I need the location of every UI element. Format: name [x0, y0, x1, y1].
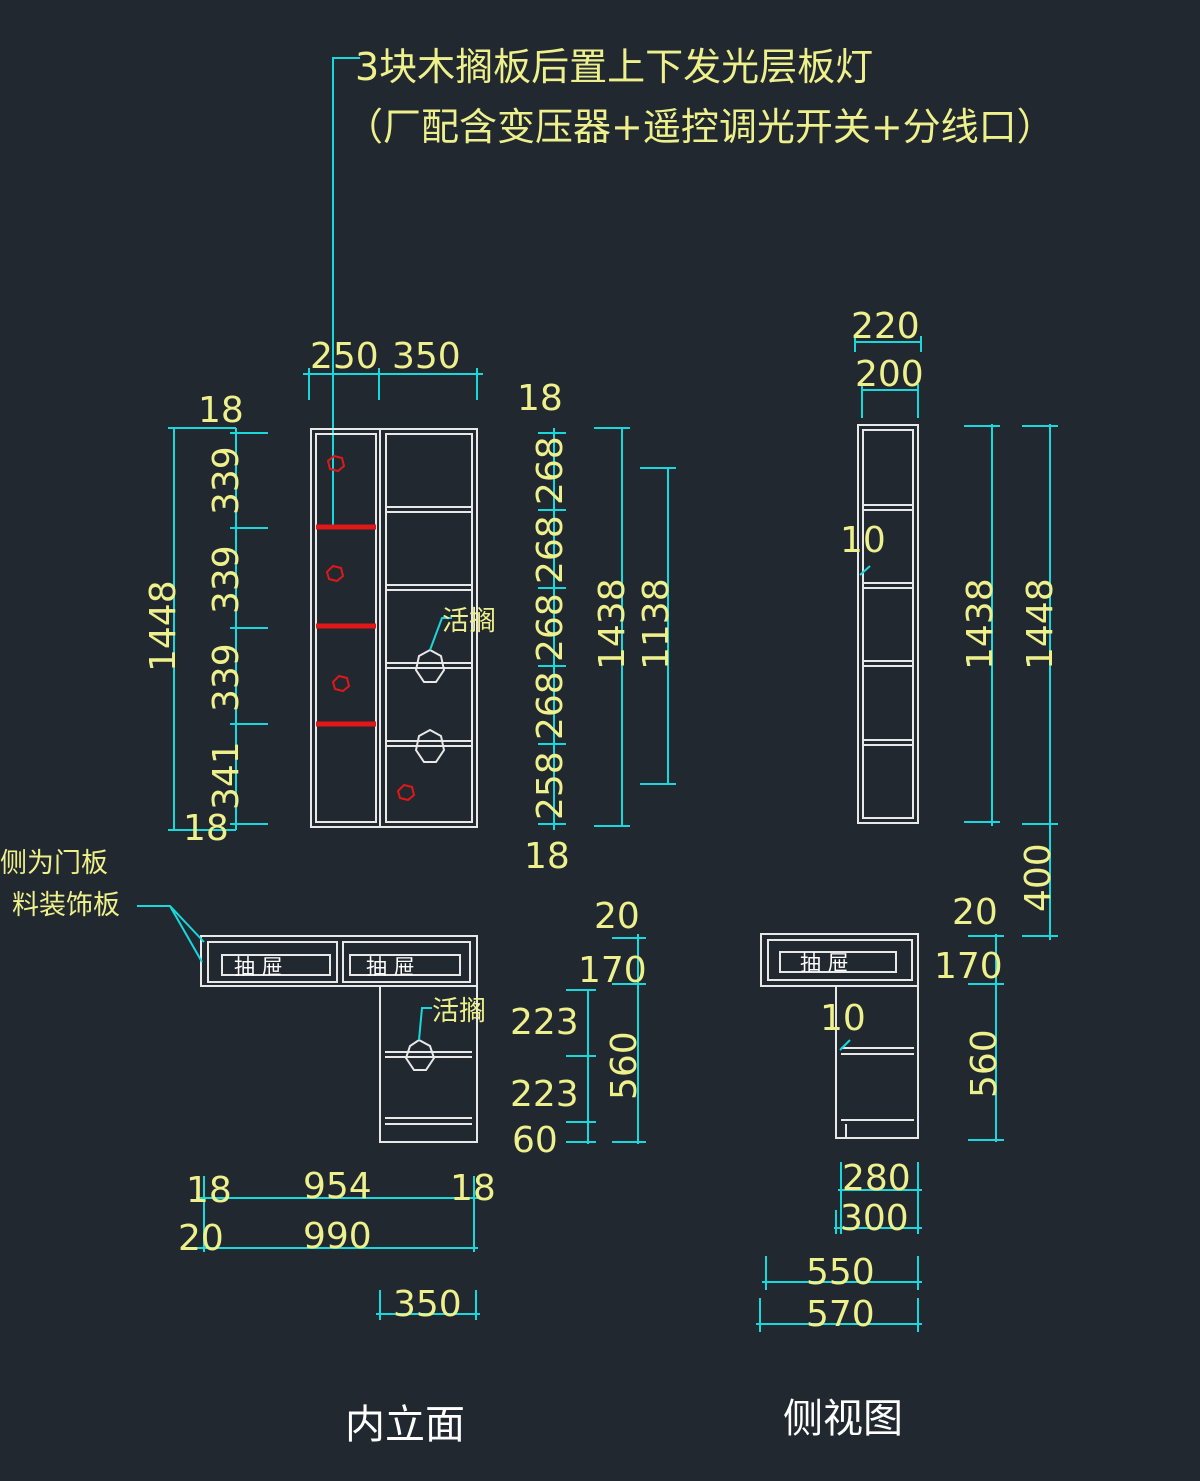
- segment-268-c: 268: [530, 593, 571, 662]
- gap-400: 400: [1018, 843, 1059, 912]
- spacing-223-a: 223: [510, 1002, 579, 1043]
- elevation-title: 内立面: [345, 1402, 465, 1448]
- elevation-top-dims: 250 350: [303, 336, 483, 400]
- elevation-right-dims: 18 268 268 268 268 258 18 1438 1138: [517, 378, 677, 877]
- depth-570: 570: [806, 1294, 875, 1335]
- door-panel-leader: [137, 905, 205, 943]
- width-990: 990: [303, 1216, 372, 1257]
- right-bottom-thickness-18: 18: [524, 836, 570, 877]
- side-view-height-dims: 1438 1448 400: [960, 424, 1061, 940]
- side-view-title: 侧视图: [783, 1396, 903, 1442]
- side-depth-170: 170: [934, 946, 1003, 987]
- cabinet-outline: [310, 428, 478, 828]
- height-1438: 1438: [592, 578, 633, 670]
- right-top-thickness-18: 18: [517, 378, 563, 419]
- width-220: 220: [851, 306, 920, 347]
- depth-280: 280: [842, 1158, 911, 1199]
- movable-shelf-label: 活搁: [442, 606, 496, 637]
- depth-170: 170: [578, 950, 647, 991]
- width-954: 954: [303, 1166, 372, 1207]
- side-plan-cabinet: 抽 屉 10: [760, 933, 919, 1139]
- shelf-thickness-10: 10: [840, 520, 886, 561]
- offset-20: 20: [178, 1218, 224, 1259]
- drawer-panel-right: [349, 954, 461, 976]
- height-1438-side: 1438: [960, 578, 1001, 670]
- width-200: 200: [855, 354, 924, 395]
- movable-shelf-leader: [418, 1007, 432, 1041]
- drawer-front-left: [207, 941, 338, 983]
- drawer-front-right: [342, 941, 471, 983]
- width-350: 350: [392, 336, 461, 377]
- side-drawer-panel: [779, 951, 897, 973]
- segment-268-a: 268: [530, 436, 571, 505]
- elevation-left-dims: 1448 18 339 339 339 341 18: [143, 390, 268, 849]
- light-marker: [331, 674, 351, 693]
- height-1138: 1138: [636, 578, 677, 670]
- door-panel-leader: [169, 905, 203, 963]
- segment-341: 341: [206, 741, 247, 810]
- right-bay-inner: [385, 433, 473, 823]
- side-18-right: 18: [450, 1168, 496, 1209]
- door-panel-note-2: 料装饰板: [12, 890, 120, 921]
- light-marker: [326, 454, 346, 473]
- shelf-pin-marker: [414, 648, 446, 683]
- shelf-pin-marker: [414, 728, 446, 763]
- lighting-note: 3块木搁板后置上下发光层板灯 （厂配含变压器+遥控调光开关+分线口）: [332, 45, 1055, 528]
- side-plan-right-dims: 20 170 560: [934, 892, 1005, 1142]
- segment-268-b: 268: [530, 515, 571, 584]
- note-line-1: 3块木搁板后置上下发光层板灯: [355, 45, 873, 89]
- movable-shelf-label: 活搁: [432, 996, 486, 1027]
- depth-550: 550: [806, 1252, 875, 1293]
- side-view-top-dims: 220 200: [851, 306, 924, 418]
- side-plan-bottom-dims: 280 300 550 570: [756, 1158, 922, 1335]
- segment-258: 258: [530, 751, 571, 820]
- side-depth-20: 20: [952, 892, 998, 933]
- light-marker: [325, 564, 345, 583]
- segment-339-c: 339: [206, 643, 247, 712]
- shelf-pin-marker: [404, 1038, 436, 1071]
- plan-cabinet: 抽 屉 抽 屉 活搁 侧为门板 料装饰板: [0, 848, 486, 1143]
- side-lower-bay: [835, 985, 919, 1139]
- side-18-left: 18: [186, 1170, 232, 1211]
- movable-shelf-leader: [429, 617, 452, 651]
- depth-560: 560: [604, 1031, 645, 1100]
- height-1448: 1448: [143, 580, 184, 672]
- side-drawer-label: 抽 屉: [800, 951, 849, 975]
- width-350-bottom: 350: [393, 1284, 462, 1325]
- bottom-thickness-18: 18: [183, 808, 229, 849]
- side-drawer-front: [767, 939, 913, 981]
- plan-right-dims: 20 170 560 223 223 60: [510, 896, 647, 1161]
- elevation-cabinet: 活搁: [310, 428, 496, 828]
- segment-339-b: 339: [206, 545, 247, 614]
- plan-bottom-dims: 18 954 18 20 990 350: [178, 1166, 496, 1325]
- door-panel-note-1: 侧为门板: [0, 848, 108, 879]
- note-leader-line: [332, 57, 360, 528]
- height-1448-side: 1448: [1020, 578, 1061, 670]
- dim-leader: [859, 565, 871, 576]
- side-outline: [857, 424, 919, 824]
- drawer-label-left: 抽 屉: [234, 955, 283, 979]
- segment-268-d: 268: [530, 671, 571, 740]
- note-line-2: （厂配含变压器+遥控调光开关+分线口）: [345, 105, 1055, 149]
- top-thickness-18: 18: [198, 390, 244, 431]
- side-shelf-thickness-10: 10: [820, 998, 866, 1039]
- base-60: 60: [512, 1120, 558, 1161]
- spacing-223-b: 223: [510, 1074, 579, 1115]
- depth-300: 300: [840, 1198, 909, 1239]
- drawer-panel-left: [221, 954, 331, 976]
- side-inner: [862, 429, 914, 819]
- width-250: 250: [310, 336, 379, 377]
- depth-20: 20: [594, 896, 640, 937]
- dim-leader: [839, 1039, 851, 1051]
- lower-bay: [379, 985, 478, 1143]
- drawer-label-right: 抽 屉: [366, 955, 415, 979]
- segment-339-a: 339: [206, 446, 247, 515]
- side-depth-560: 560: [964, 1029, 1005, 1098]
- side-view-cabinet: 10: [840, 424, 919, 824]
- light-marker: [396, 783, 416, 802]
